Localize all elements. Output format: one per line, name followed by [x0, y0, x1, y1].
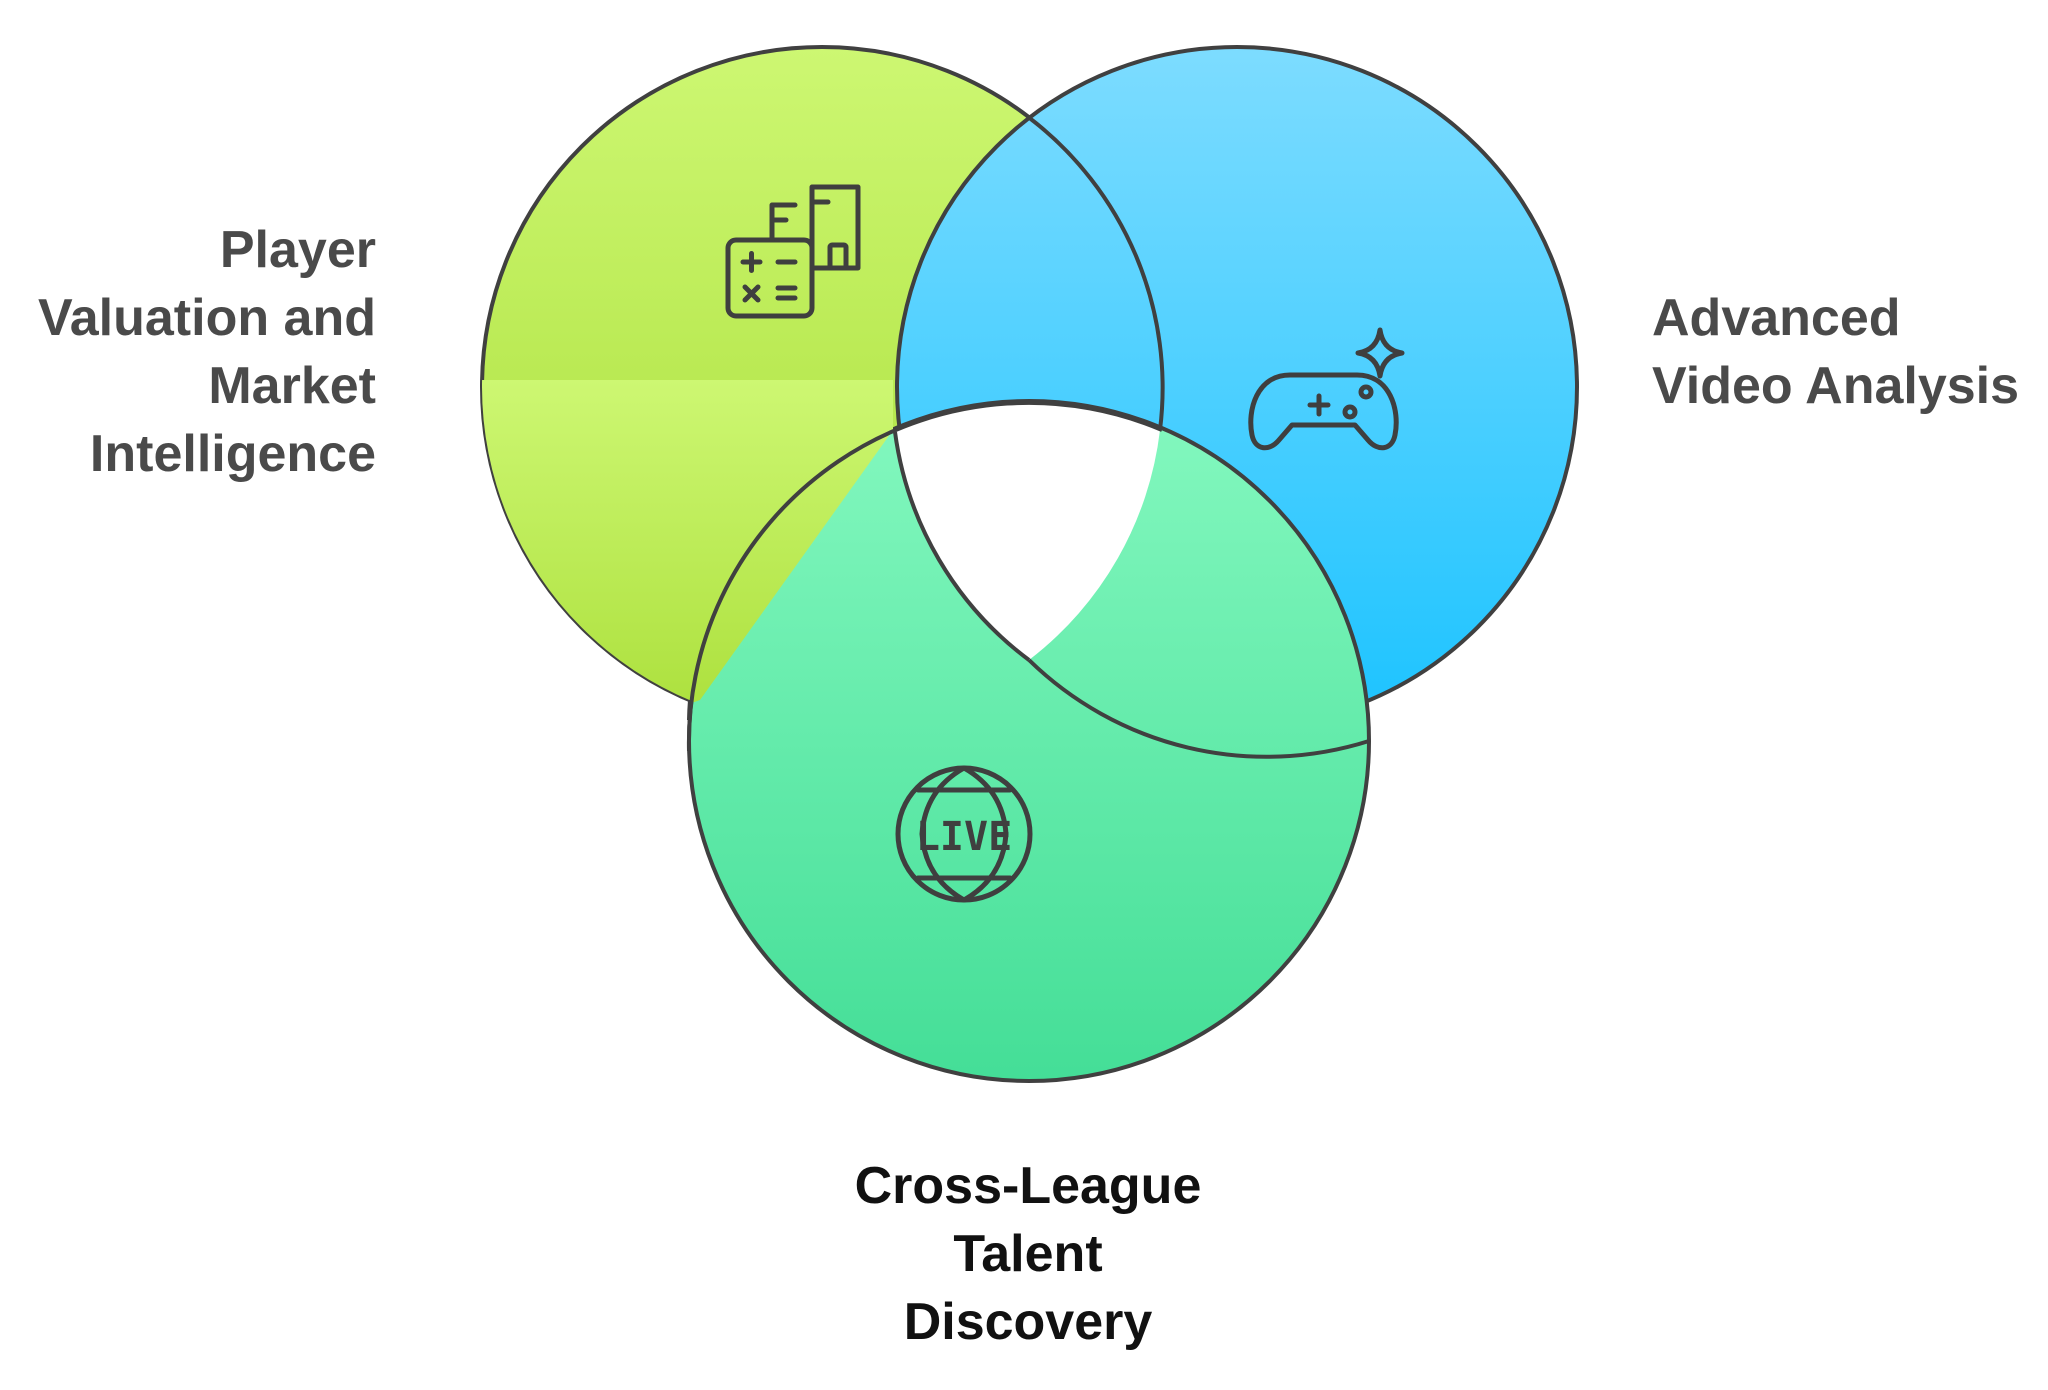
label-line: Advanced: [1652, 289, 1901, 347]
label-line: Intelligence: [89, 425, 376, 483]
stroke-teal-top: [686, 400, 1163, 752]
label-talent-discovery: Cross-League Talent Discovery: [828, 1152, 1228, 1356]
label-line: Discovery: [903, 1293, 1153, 1351]
calculator-documents-icon: [725, 184, 861, 319]
label-player-valuation: Player Valuation and Market Intelligence: [38, 216, 376, 488]
game-controller-sparkle-icon: [1248, 327, 1405, 451]
live-globe-icon: LIVE: [895, 765, 1033, 903]
live-icon-text: LIVE: [916, 814, 1012, 860]
stroke-blue-lower: [1027, 658, 1370, 759]
label-line: Talent: [953, 1225, 1103, 1283]
stroke-green-inner: [893, 431, 1031, 662]
label-line: Video Analysis: [1652, 357, 2020, 415]
label-line: Market: [208, 357, 376, 415]
center-hole: [895, 404, 1160, 660]
label-line: Cross-League: [854, 1157, 1202, 1215]
label-line: Player: [219, 221, 376, 279]
label-video-analysis: Advanced Video Analysis: [1652, 284, 2019, 420]
stroke-green-lower: [687, 699, 692, 721]
label-line: Valuation and: [37, 289, 376, 347]
stroke-green-right: [1027, 116, 1165, 431]
